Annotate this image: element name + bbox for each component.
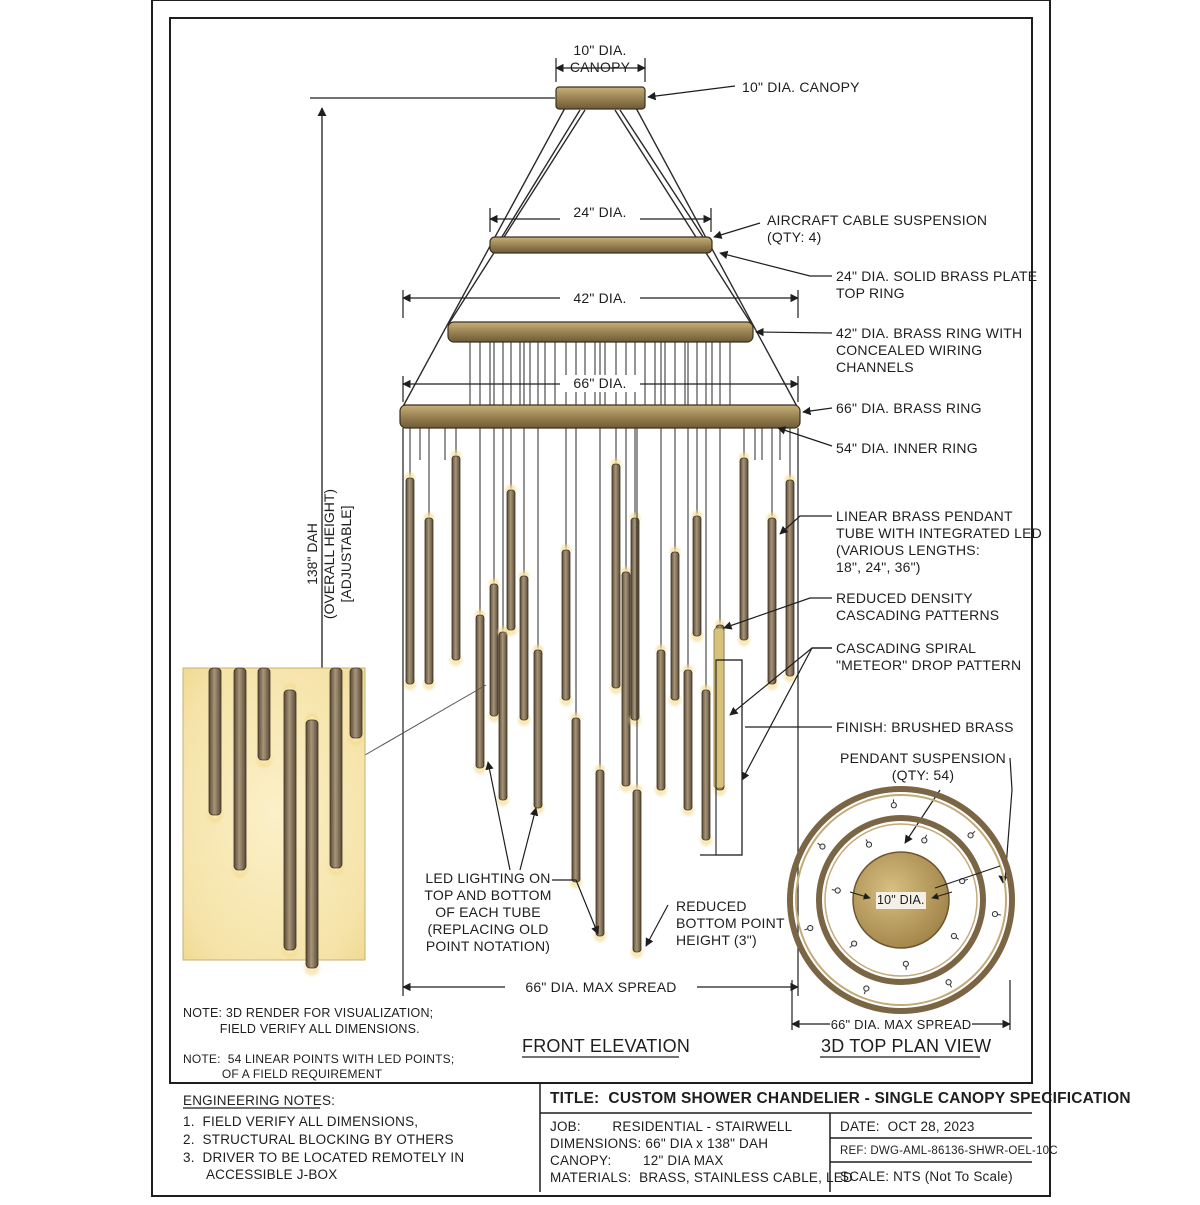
callout-density: REDUCED DENSITY CASCADING PATTERNS (836, 590, 999, 624)
callout-finish: FINISH: BRUSHED BRASS (836, 719, 1014, 736)
callout-cable: AIRCRAFT CABLE SUSPENSION (QTY: 4) (767, 212, 987, 246)
engineering-note-1: 1. FIELD VERIFY ALL DIMENSIONS, (183, 1113, 418, 1130)
dim-24: 24" DIA. (560, 204, 640, 221)
callout-ring-24: 24" DIA. SOLID BRASS PLATE TOP RING (836, 268, 1037, 302)
title-block-dimensions: DIMENSIONS: 66" DIA x 138" DAH (550, 1135, 768, 1152)
view-title-front: FRONT ELEVATION (522, 1036, 690, 1056)
title-block-job: JOB: RESIDENTIAL - STAIRWELL (550, 1118, 792, 1135)
callout-bottom-point: REDUCED BOTTOM POINT HEIGHT (3") (676, 898, 785, 949)
canopy (556, 87, 645, 109)
max-spread-plan: 66" DIA. MAX SPREAD (830, 1016, 972, 1033)
title-block-materials: MATERIALS: BRASS, STAINLESS CABLE, LED (550, 1169, 853, 1186)
callout-led-lighting: LED LIGHTING ON TOP AND BOTTOM OF EACH T… (420, 870, 556, 955)
overall-height-label: 138" DAH (OVERALL HEIGHT) [ADJUSTABLE] (304, 464, 364, 644)
callout-pendant-tube: LINEAR BRASS PENDANT TUBE WITH INTEGRATE… (836, 508, 1042, 576)
view-title-plan: 3D TOP PLAN VIEW (821, 1036, 991, 1056)
dim-66: 66" DIA. (560, 375, 640, 392)
callout-spiral: CASCADING SPIRAL "METEOR" DROP PATTERN (836, 640, 1021, 674)
callout-pendant-suspension: PENDANT SUSPENSION (QTY: 54) (838, 750, 1008, 784)
dim-42: 42" DIA. (560, 290, 640, 307)
title-block-scale: SCALE: NTS (Not To Scale) (840, 1168, 1013, 1185)
note-points: NOTE: 54 LINEAR POINTS WITH LED POINTS; … (183, 1052, 454, 1082)
led-detail-inset (183, 668, 366, 978)
title-block-title: TITLE: CUSTOM SHOWER CHANDELIER - SINGLE… (550, 1090, 1131, 1107)
engineering-notes-heading: ENGINEERING NOTES: (183, 1092, 335, 1109)
pendant-tubes (402, 342, 798, 960)
callout-ring-42: 42" DIA. BRASS RING WITH CONCEALED WIRIN… (836, 325, 1022, 376)
ring-42 (448, 322, 753, 342)
callout-ring-54: 54" DIA. INNER RING (836, 440, 978, 457)
max-spread-front: 66" DIA. MAX SPREAD (505, 979, 697, 996)
plan-canopy-label: 10" DIA. (876, 892, 926, 909)
engineering-note-3: 3. DRIVER TO BE LOCATED REMOTELY IN ACCE… (183, 1149, 464, 1183)
callout-canopy-right: 10" DIA. CANOPY (742, 79, 860, 96)
note-render: NOTE: 3D RENDER FOR VISUALIZATION; FIELD… (183, 1005, 433, 1037)
callout-canopy-top: 10" DIA. CANOPY (560, 42, 640, 76)
title-block-canopy: CANOPY: 12" DIA MAX (550, 1152, 724, 1169)
title-block-ref: REF: DWG-AML-86136-SHWR-OEL-10C (840, 1143, 1058, 1160)
ring-66 (400, 405, 800, 428)
callout-ring-66: 66" DIA. BRASS RING (836, 400, 982, 417)
ring-24 (490, 237, 712, 253)
engineering-note-2: 2. STRUCTURAL BLOCKING BY OTHERS (183, 1131, 454, 1148)
title-block-date: DATE: OCT 28, 2023 (840, 1118, 975, 1135)
